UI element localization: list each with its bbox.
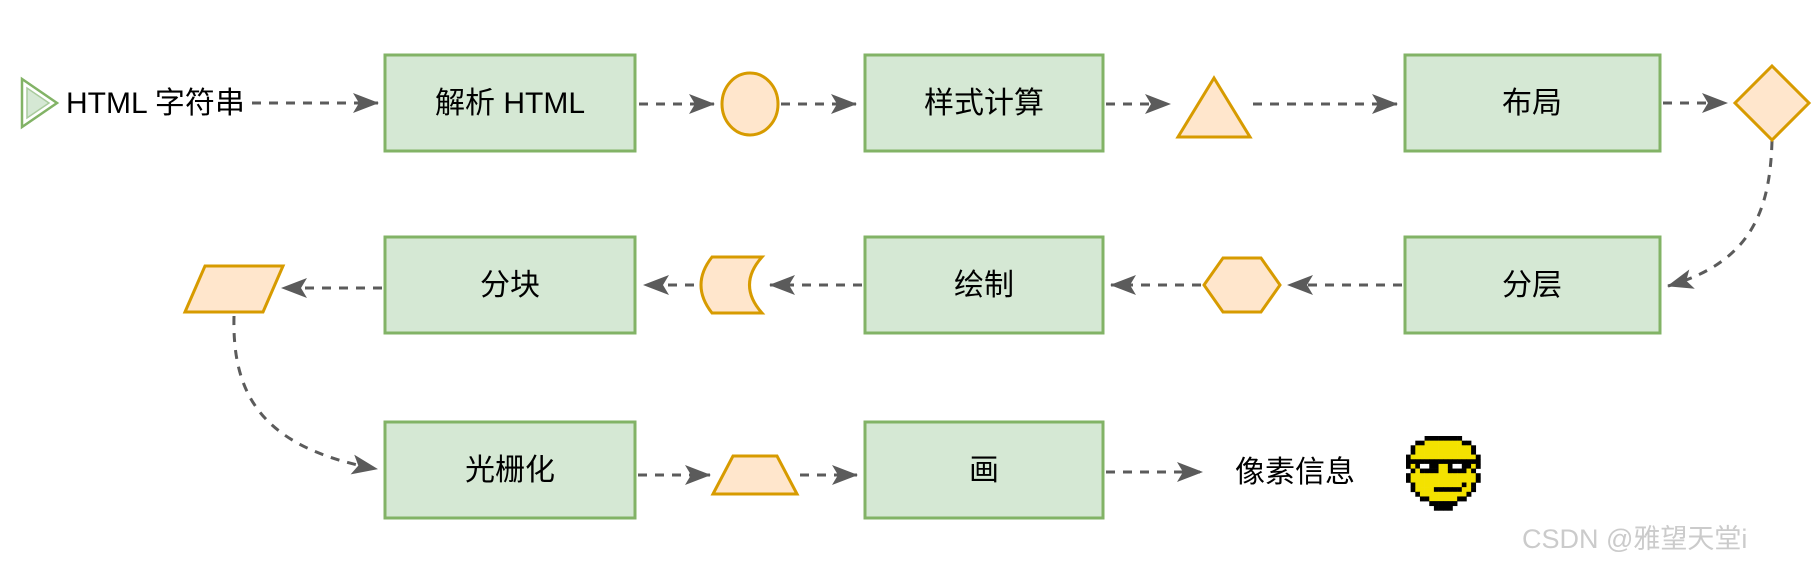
style-calculation-label: 样式计算 <box>924 87 1044 120</box>
draw-label: 画 <box>969 454 999 487</box>
stored-data-shape-icon <box>699 255 766 315</box>
process-box-style-calculation: 样式计算 <box>863 53 1105 153</box>
triangle-shape-icon <box>1175 75 1253 139</box>
process-box-rasterization: 光栅化 <box>383 420 637 520</box>
tiling-label: 分块 <box>480 269 540 302</box>
output-label-pixel-info: 像素信息 <box>1235 456 1355 489</box>
process-box-tiling: 分块 <box>383 235 637 335</box>
trapezoid-shape-icon <box>710 454 800 496</box>
parallelogram-shape-icon <box>182 264 286 314</box>
arrow-parallelogram-to-raster <box>232 315 378 475</box>
process-box-parse-html: 解析 HTML <box>383 53 637 153</box>
start-label-html-string: HTML 字符串 <box>66 87 245 120</box>
process-box-paint: 绘制 <box>863 235 1105 335</box>
layout-label: 布局 <box>1502 87 1562 120</box>
process-box-layout: 布局 <box>1403 53 1662 153</box>
arrow-diamond-to-layering <box>1667 140 1774 289</box>
rasterization-label: 光栅化 <box>465 454 555 487</box>
process-box-layering: 分层 <box>1403 235 1662 335</box>
hexagon-shape-icon <box>1202 256 1282 314</box>
cool-smiley-emoji-icon <box>1406 436 1481 511</box>
paint-label: 绘制 <box>954 269 1014 302</box>
layering-label: 分层 <box>1502 269 1562 302</box>
circle-shape-icon <box>720 71 780 137</box>
play-icon <box>20 76 60 130</box>
diamond-shape-icon <box>1732 63 1812 143</box>
parse-html-label: 解析 HTML <box>435 87 585 120</box>
process-box-draw: 画 <box>863 420 1105 520</box>
watermark: CSDN @雅望天堂i <box>1522 524 1747 554</box>
